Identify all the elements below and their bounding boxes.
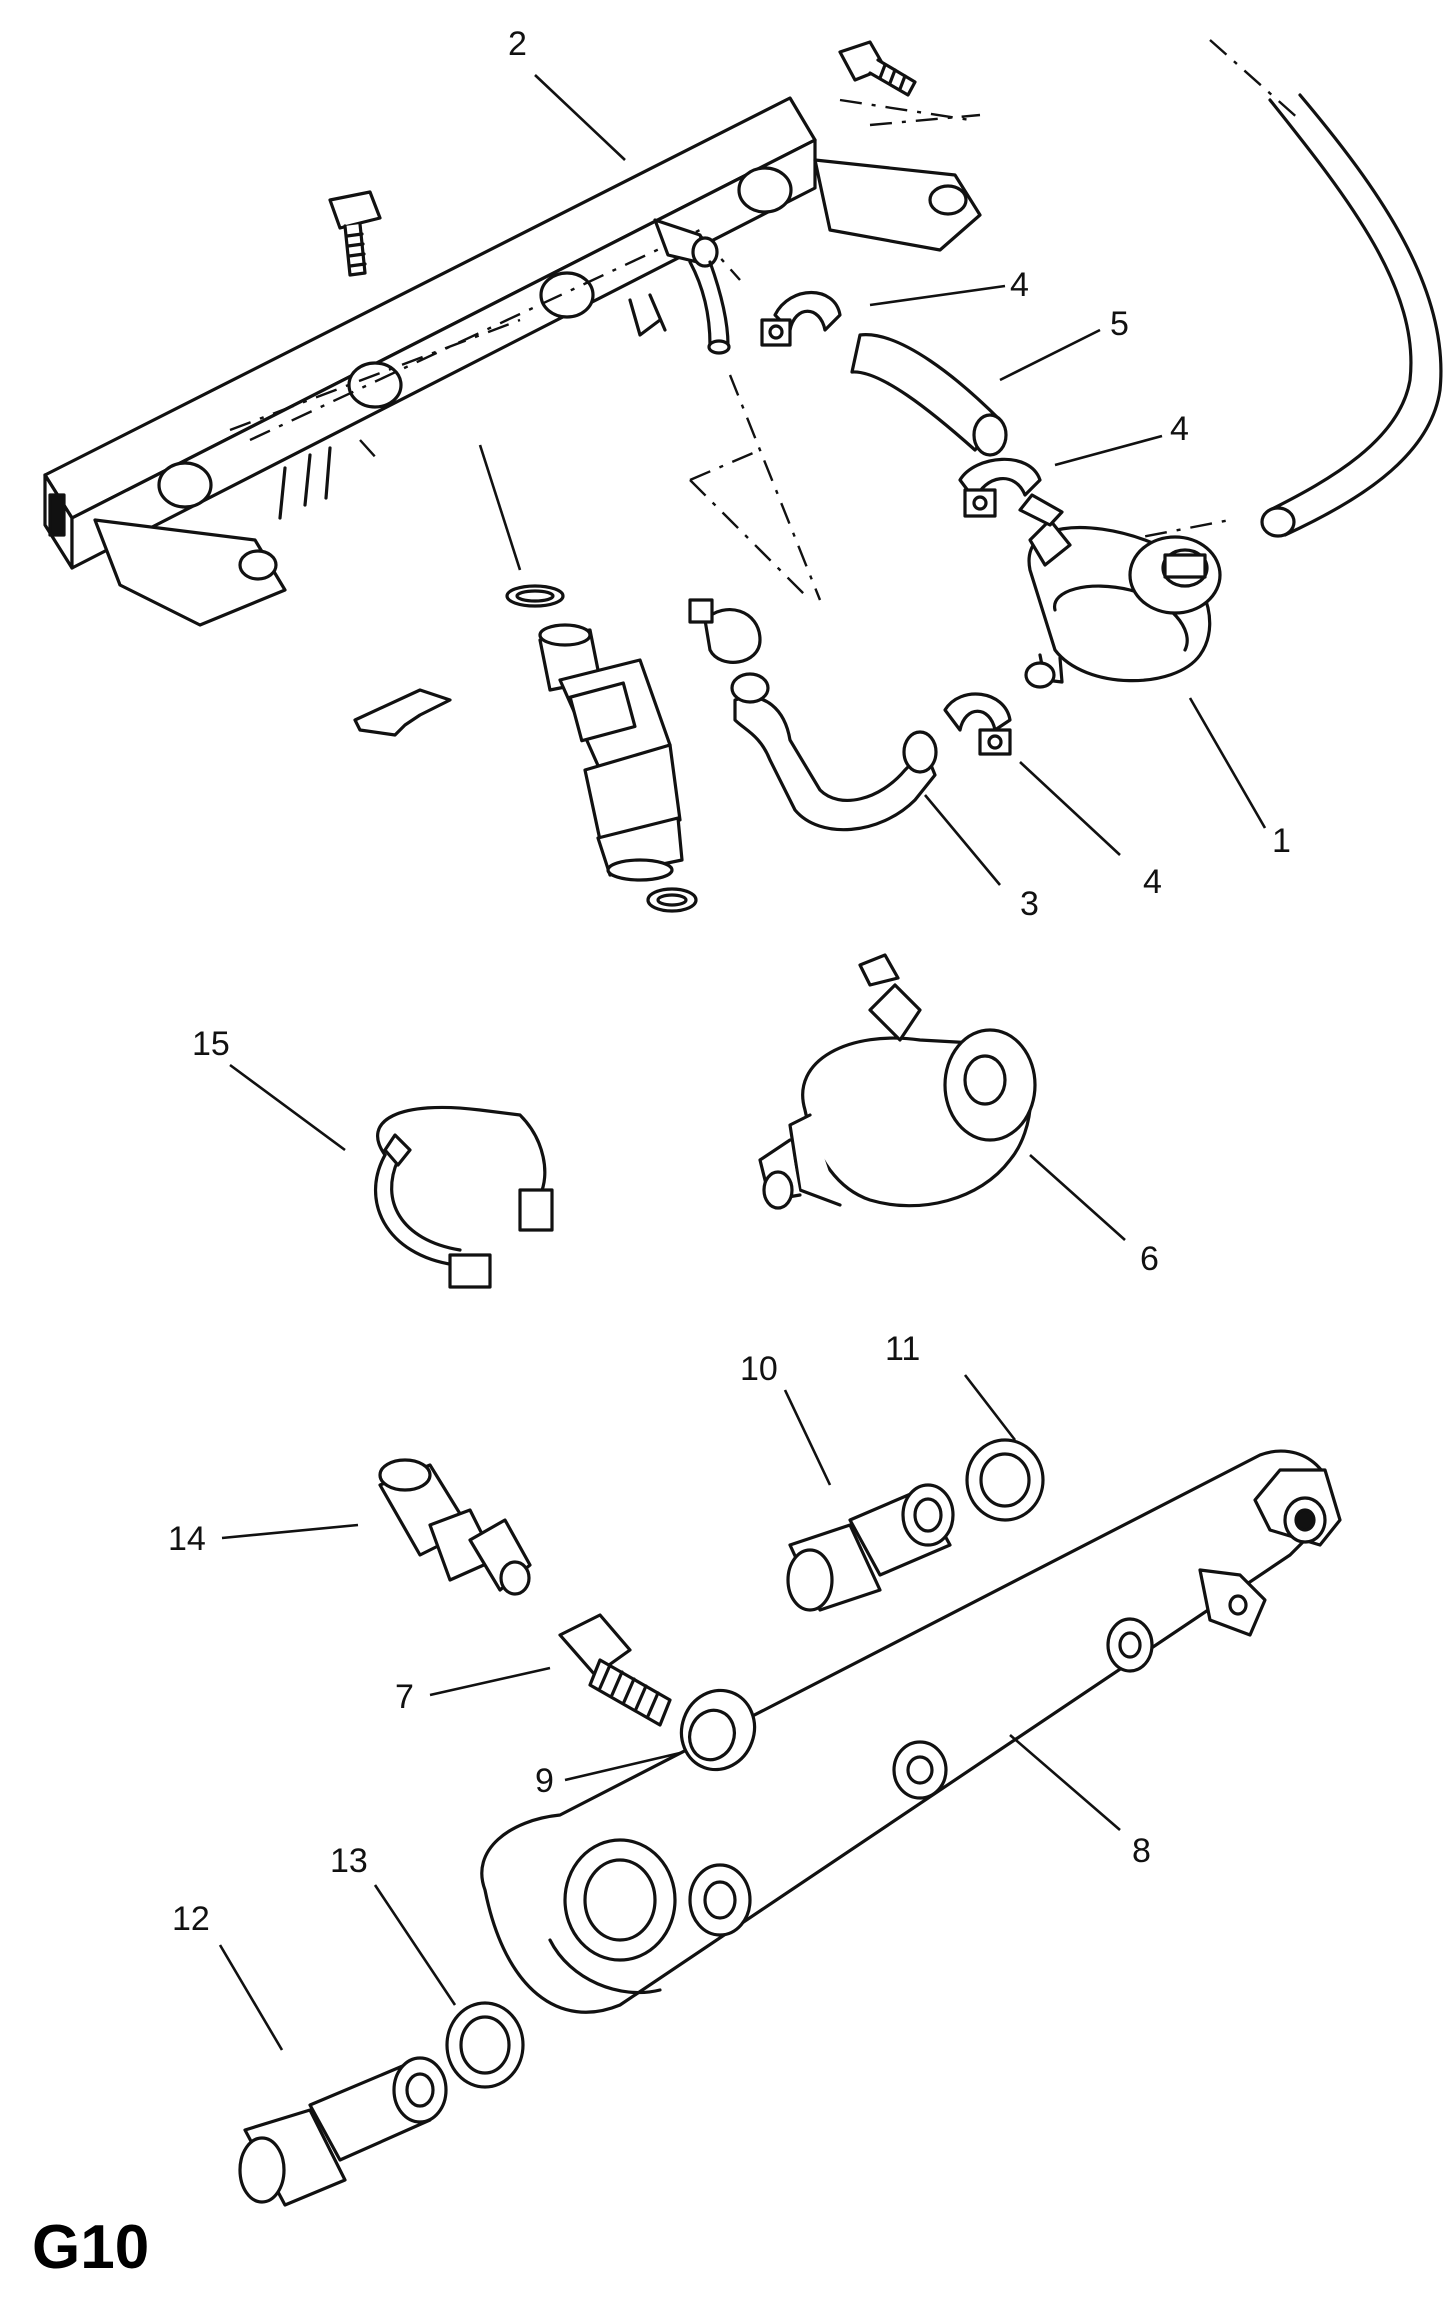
callout-12: 12 (172, 1900, 210, 1938)
seal-ring-9 (679, 1688, 757, 1772)
figure-code: G10 (32, 2213, 149, 2282)
callout-7: 7 (395, 1678, 414, 1716)
bolt-top-right (838, 40, 917, 97)
band-clamp (374, 1105, 554, 1289)
union-fitting (653, 218, 731, 355)
callout-5: 5 (1110, 305, 1129, 343)
callout-10: 10 (740, 1350, 778, 1388)
callout-9: 9 (535, 1762, 554, 1800)
short-hose (850, 333, 1008, 457)
callout-13: 13 (330, 1842, 368, 1880)
threaded-fitting-14 (378, 1458, 532, 1596)
fuel-return-hose (1260, 93, 1443, 538)
upper-fuel-rail-bracket (43, 96, 982, 627)
callout-11: 11 (885, 1330, 920, 1368)
callout-4-middle: 4 (1170, 410, 1189, 448)
callout-6: 6 (1140, 1240, 1159, 1278)
banjo-connector-10 (786, 1483, 955, 1612)
bent-fuel-pipe (730, 672, 938, 832)
injector-retainer-clip (353, 688, 452, 737)
callout-8: 8 (1132, 1832, 1151, 1870)
injector-o-ring-lower (646, 887, 698, 913)
callout-3: 3 (1020, 885, 1039, 923)
callout-4-upper: 4 (1010, 266, 1029, 304)
bolt-top-left (328, 190, 382, 277)
callout-15: 15 (192, 1025, 230, 1063)
hose-clamp-upper (760, 291, 842, 347)
hose-clamp-middle (958, 457, 1042, 518)
callout-1: 1 (1272, 822, 1291, 860)
hose-clamp-lower (943, 692, 1012, 756)
sealing-washer-11 (965, 1438, 1045, 1522)
mounting-bolt (558, 1613, 672, 1727)
hose-clamp-left (688, 598, 762, 664)
banjo-connector-12 (238, 2056, 448, 2207)
sealing-washer-13 (445, 2001, 525, 2089)
pressure-regulator (758, 953, 1037, 1210)
pressure-regulator-top (1018, 493, 1222, 689)
fuel-injector (538, 623, 684, 882)
callout-4-lower: 4 (1143, 863, 1162, 901)
callout-14: 14 (168, 1520, 206, 1558)
callout-labels: 2 4 5 4 1 3 4 6 15 11 10 14 7 9 8 13 12 … (32, 25, 1291, 2282)
injector-o-ring-upper (505, 584, 565, 608)
callout-leaders (218, 74, 1267, 2051)
callout-2: 2 (508, 25, 527, 63)
lower-fuel-rail (480, 1449, 1342, 2014)
